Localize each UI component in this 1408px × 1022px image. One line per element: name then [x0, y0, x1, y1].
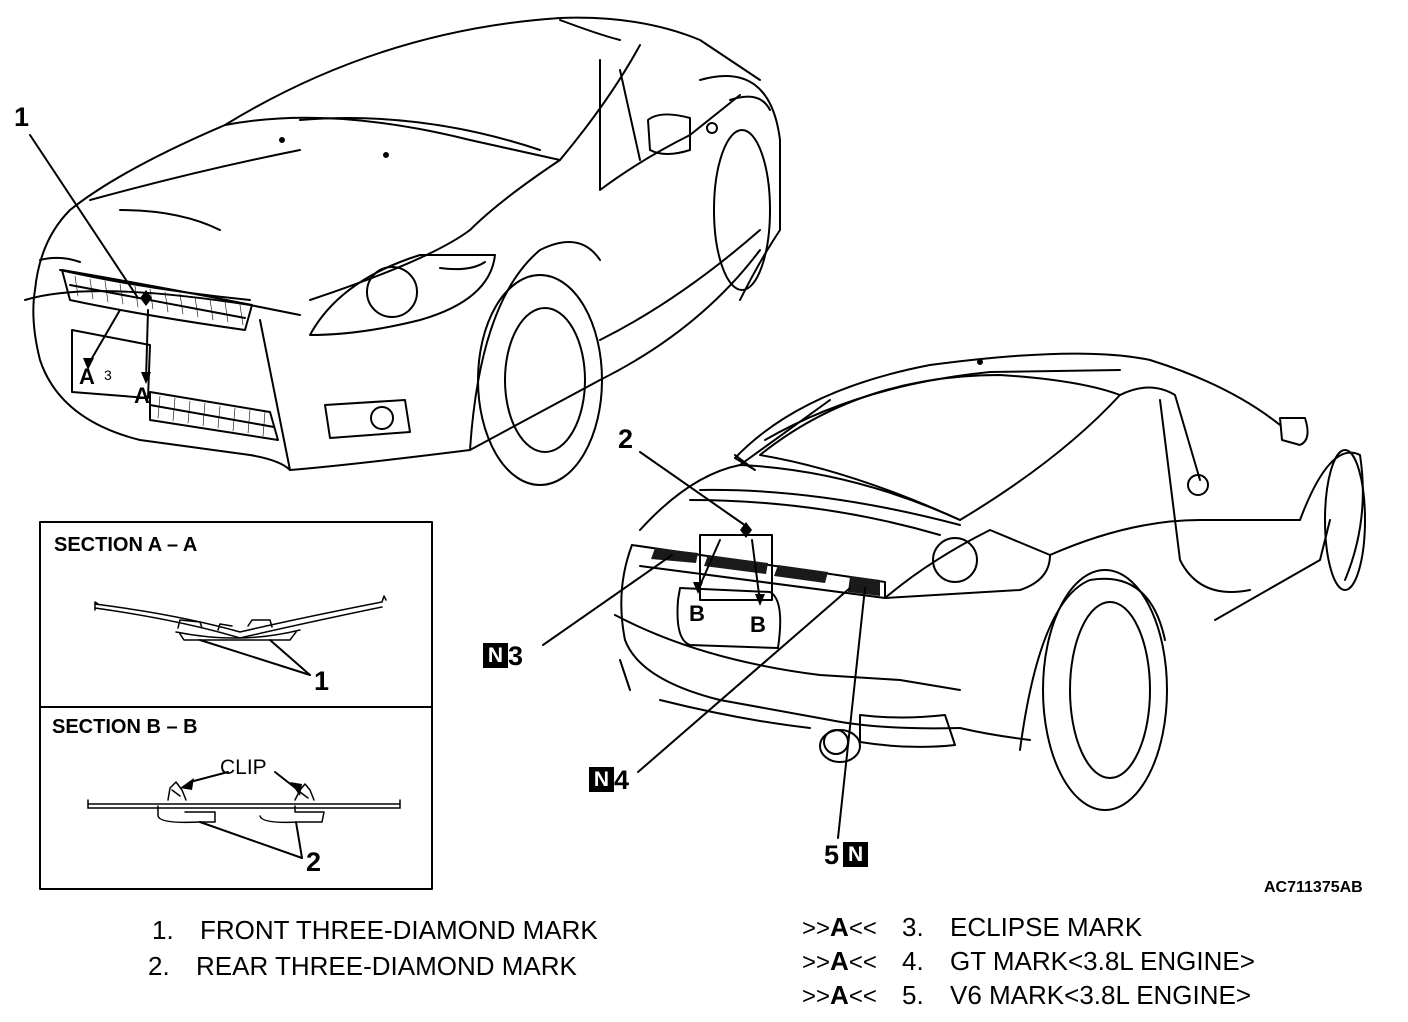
leader-b-right — [751, 539, 761, 603]
label-a-right: A — [134, 383, 150, 408]
front-plate-digit: 3 — [104, 367, 112, 383]
leader-a-right — [145, 309, 149, 381]
front-three-diamond-emblem — [140, 290, 152, 306]
leader-b-left — [697, 539, 721, 591]
leader-1 — [29, 134, 139, 299]
rear-garnish-marks — [651, 548, 880, 596]
leader-4 — [637, 587, 851, 773]
figure-code: AC711375AB — [1264, 879, 1363, 896]
rear-three-diamond-emblem — [740, 522, 752, 538]
legend-item-3: >>A<<3.ECLIPSE MARK — [802, 912, 1143, 942]
callout-1: 1 — [14, 102, 30, 132]
clip-label: CLIP — [220, 756, 267, 779]
section-b-callout: 2 — [306, 847, 322, 877]
leader-clip-left — [189, 771, 229, 783]
legend-item-4: >>A<<4.GT MARK<3.8L ENGINE> — [802, 946, 1255, 976]
leader-3 — [542, 554, 673, 646]
section-b-box — [39, 706, 433, 890]
n-mark-icon: N — [589, 767, 614, 792]
label-b-left: B — [689, 601, 705, 626]
procedure-ref: >>A<< — [802, 946, 877, 976]
n-mark-icon: N — [843, 842, 869, 867]
callout-2: 2 — [618, 424, 634, 454]
label-a-left: A — [79, 364, 95, 389]
procedure-ref: >>A<< — [802, 912, 877, 942]
section-a-callout: 1 — [314, 666, 330, 696]
legend-item-5: >>A<<5.V6 MARK<3.8L ENGINE> — [802, 980, 1252, 1010]
legend-item-1: 1.FRONT THREE-DIAMOND MARK — [152, 915, 598, 945]
leader-5 — [837, 587, 866, 839]
leader-2 — [639, 451, 747, 527]
front-grille-mesh — [74, 275, 266, 437]
front-car-illustration — [24, 16, 781, 486]
label-b-right: B — [750, 612, 766, 637]
section-b-profile — [87, 781, 401, 824]
rear-car-illustration — [614, 352, 1366, 811]
leader-a-left — [87, 309, 121, 366]
n-mark-icon: N — [483, 643, 508, 668]
section-a-title: SECTION A – A — [54, 534, 198, 556]
legend-item-2: 2.REAR THREE-DIAMOND MARK — [148, 951, 577, 981]
procedure-ref: >>A<< — [802, 980, 877, 1010]
section-a-profile — [94, 595, 387, 641]
section-b-title: SECTION B – B — [52, 716, 198, 738]
